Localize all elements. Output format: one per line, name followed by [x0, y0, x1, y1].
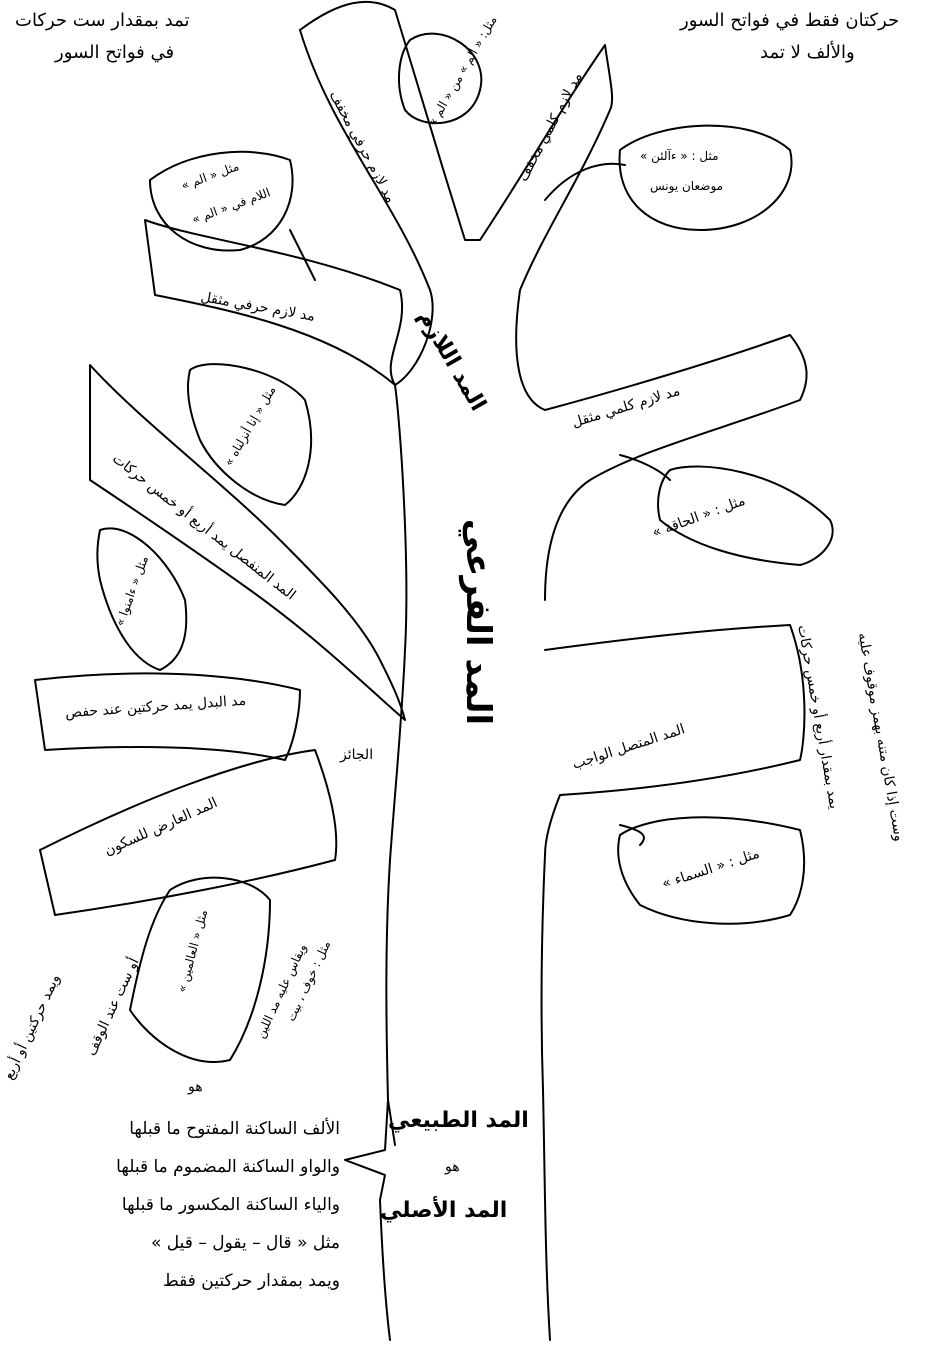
- stem-muttasil: [620, 825, 644, 845]
- leaf-badal: [97, 528, 186, 670]
- main-title-far3i: المد الفرعي: [461, 519, 495, 725]
- definition-line-5: ويمد بمقدار حركتين فقط: [40, 1262, 340, 1300]
- branch-harfi-mukhaffaf-inner: [300, 30, 433, 385]
- definition-line-2: والواو الساكنة المضموم ما قبلها: [40, 1148, 340, 1186]
- root-tabii: المد الطبيعي: [388, 1110, 529, 1132]
- trunk-jaiz-label: الجائز: [340, 748, 373, 762]
- stem-kalimi-mukhaffaf: [545, 164, 625, 200]
- top-right-note-line2: والألف لا تمد: [760, 44, 855, 62]
- top-right-note-line1: حركتان فقط في فواتح السور: [680, 12, 899, 30]
- stem-kalimi-muthaqqal: [620, 455, 670, 480]
- leaf-text-kalimi-mukhaffaf-2: موضعان يونس: [650, 180, 723, 192]
- trunk-right-edge: [542, 855, 550, 1340]
- branch-arid-outline: [40, 750, 336, 915]
- root-asli: المد الأصلي: [380, 1200, 507, 1222]
- definition-huwa: هو: [188, 1080, 203, 1094]
- definition-line-4: مثل « قال – يقول – قيل »: [40, 1224, 340, 1262]
- root-huwa: هو: [445, 1160, 460, 1174]
- stem-harfi-muthaqqal: [290, 230, 315, 280]
- leaf-text-kalimi-mukhaffaf-1: مثل : « ءآلئن »: [640, 150, 719, 162]
- top-left-note-line1: تمد بمقدار ست حركات: [15, 12, 190, 30]
- definition-block: الألف الساكنة المفتوح ما قبلها والواو ال…: [40, 1110, 340, 1300]
- leaf-kalimi-mukhaffaf: [620, 126, 792, 230]
- definition-line-1: الألف الساكنة المفتوح ما قبلها: [40, 1110, 340, 1148]
- leaf-arid: [130, 878, 270, 1062]
- trunk-left-edge: [386, 385, 406, 1100]
- top-left-note-line2: في فواتح السور: [55, 44, 174, 62]
- definition-line-3: والياء الساكنة المكسور ما قبلها: [40, 1186, 340, 1224]
